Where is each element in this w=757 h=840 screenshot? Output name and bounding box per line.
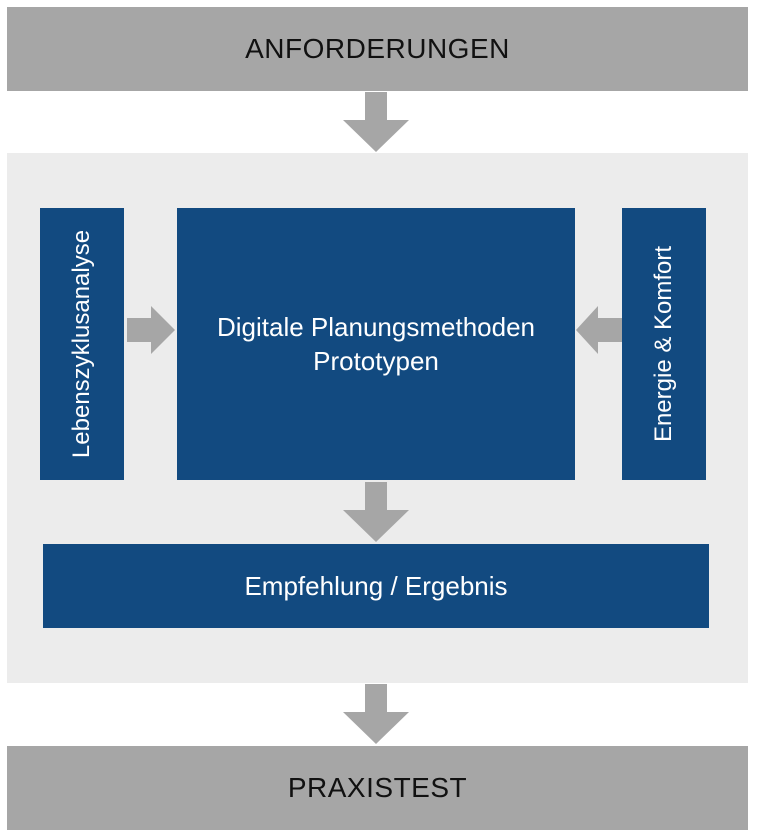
- recommendation-result-box: Empfehlung / Ergebnis: [43, 544, 709, 628]
- digital-planning-methods-box: Digitale Planungsmethoden Prototypen: [177, 208, 575, 480]
- energy-comfort-label: Energie & Komfort: [650, 245, 677, 443]
- bottom-bar-label: PRAXISTEST: [287, 772, 468, 803]
- energy-comfort-box: Energie & Komfort: [622, 208, 706, 480]
- top-bar-label: ANFORDERUNGEN: [245, 33, 510, 64]
- arrow-down-icon: [343, 92, 409, 152]
- arrow-down-icon: [343, 482, 409, 542]
- result-box-label: Empfehlung / Ergebnis: [244, 570, 508, 601]
- top-bar-requirements: ANFORDERUNGEN: [7, 7, 748, 91]
- center-box-line2: Prototypen: [313, 346, 439, 376]
- center-box-line1: Digitale Planungsmethoden: [217, 312, 535, 342]
- arrow-down-icon: [343, 684, 409, 744]
- life-cycle-analysis-label: Lebenszyklusanalyse: [68, 229, 96, 459]
- arrow-right-icon: [127, 306, 175, 354]
- life-cycle-analysis-box: Lebenszyklusanalyse: [40, 208, 124, 480]
- center-box-text: Digitale Planungsmethoden Prototypen: [217, 310, 535, 378]
- arrow-left-icon: [576, 306, 622, 354]
- bottom-bar-practice-test: PRAXISTEST: [7, 746, 748, 830]
